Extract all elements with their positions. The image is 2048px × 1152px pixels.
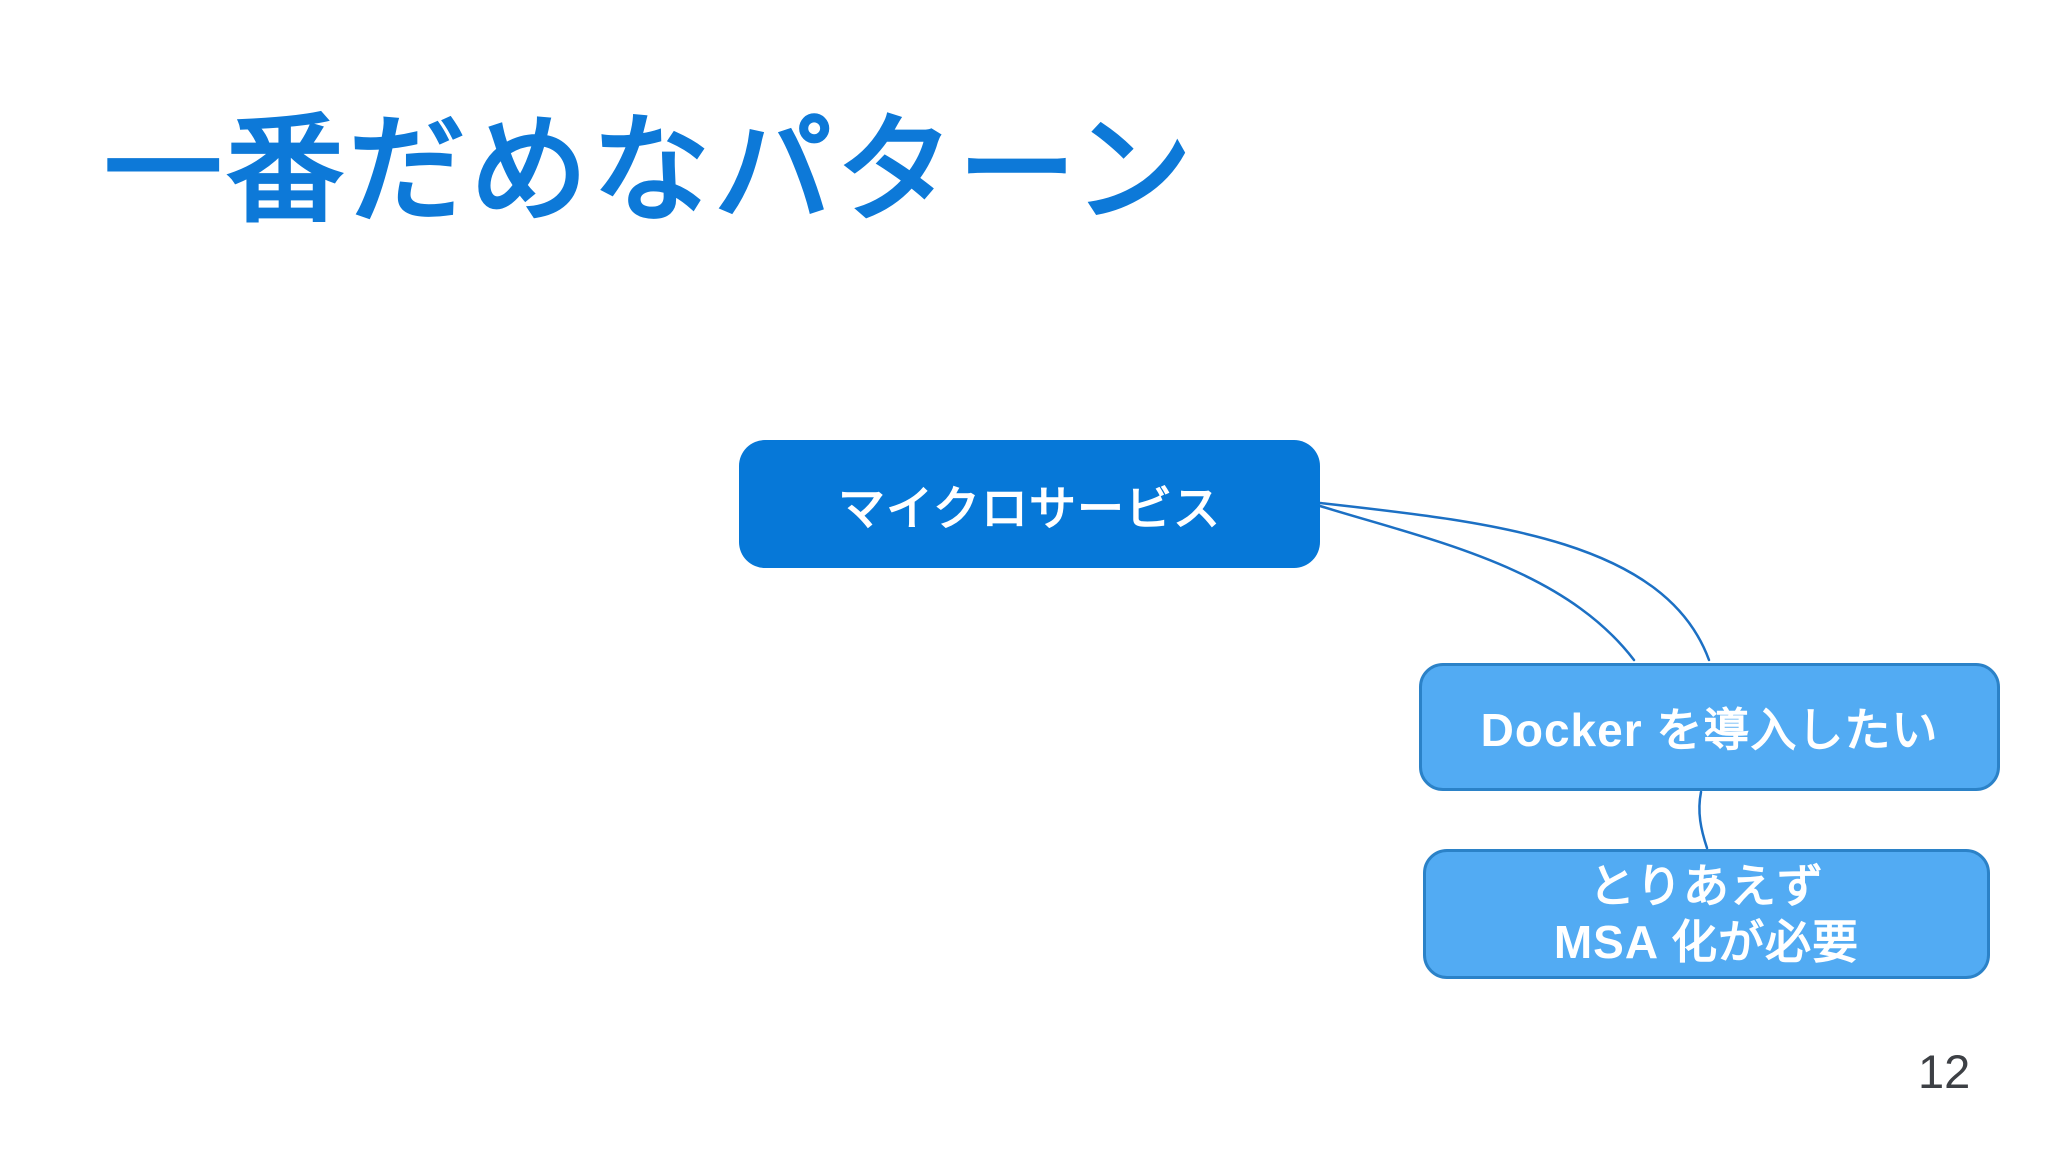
mindmap-node-microservice-label: マイクロサービス <box>837 481 1222 535</box>
slide-title: 一番だめなパターン <box>104 105 1197 237</box>
connector-root-to-docker-lower <box>1318 504 1636 662</box>
mindmap-node-microservice: マイクロサービス <box>739 440 1320 568</box>
connector-docker-to-msa <box>1698 790 1709 850</box>
mindmap-node-msa: とりあえず MSA 化が必要 <box>1423 849 1990 979</box>
mindmap-node-msa-label-line2: MSA 化が必要 <box>1553 916 1860 968</box>
mindmap-node-docker-label: Docker を導入したい <box>1480 704 1939 756</box>
mindmap-node-docker: Docker を導入したい <box>1419 663 2000 791</box>
mindmap-node-msa-label-line1: とりあえず <box>1589 859 1824 912</box>
connector-root-to-docker-upper <box>1318 501 1711 662</box>
page-number: 12 <box>1918 1045 1971 1098</box>
